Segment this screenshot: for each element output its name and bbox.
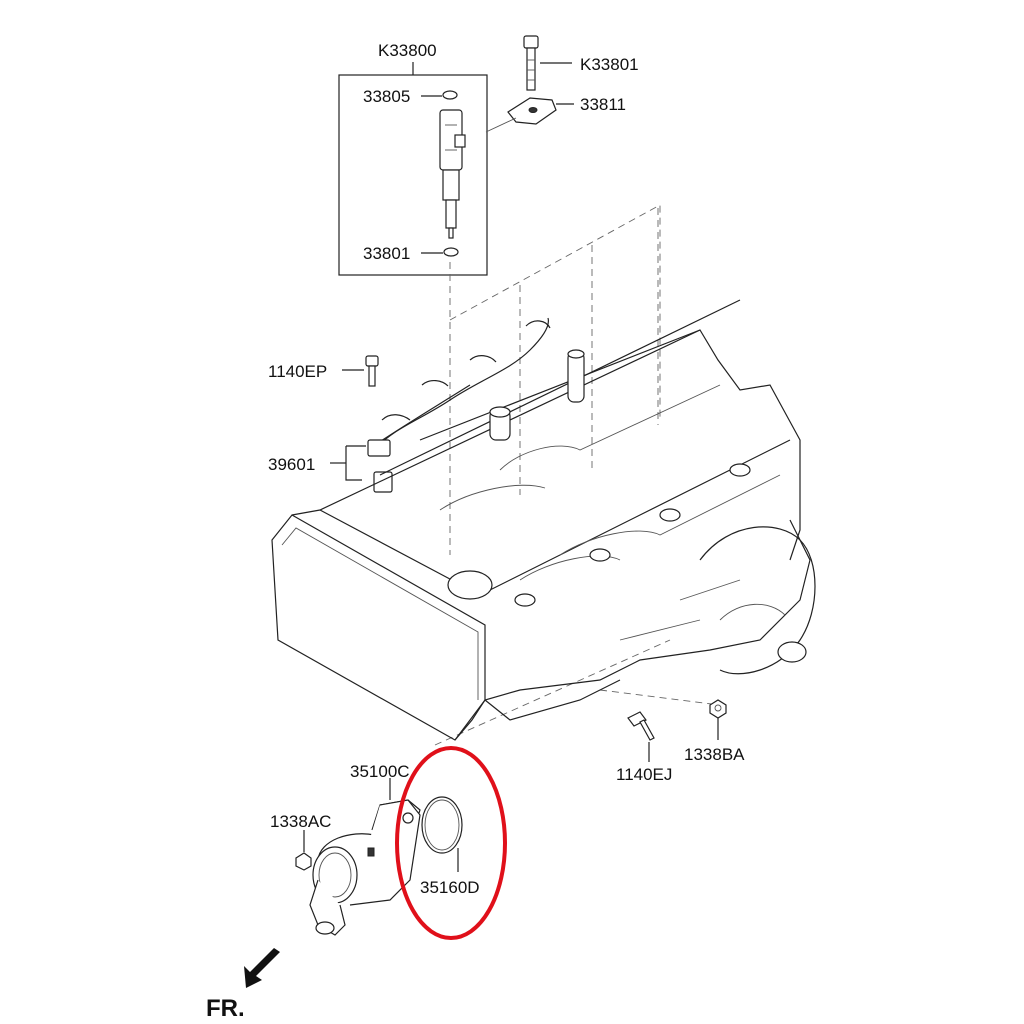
bolt-1140ep-head — [365, 355, 379, 367]
k33801-label[interactable]: K33801 — [580, 55, 639, 74]
33811-label[interactable]: 33811 — [580, 95, 626, 114]
bolt-1140ep-shank — [368, 365, 376, 387]
highlight-circle — [395, 746, 507, 940]
nut-1338ac — [295, 852, 312, 871]
bolt-k33801 — [523, 35, 539, 91]
33805-label[interactable]: 33805 — [363, 87, 410, 106]
assembly-guides — [434, 204, 721, 746]
gasket-35160d — [421, 796, 463, 854]
k33800-label[interactable]: K33800 — [378, 41, 437, 60]
nut-1338ba — [709, 699, 727, 719]
front-indicator: FR. — [206, 948, 280, 1022]
fr-label: FR. — [206, 995, 245, 1022]
35100c-label[interactable]: 35100C — [350, 762, 410, 781]
injector-bolt-group: K33801 33811 — [485, 35, 639, 133]
1140ej-label[interactable]: 1140EJ — [616, 765, 672, 784]
cylinder-head — [271, 299, 816, 741]
nut-1338ac-group: 1338AC — [270, 812, 331, 871]
1338ba-label[interactable]: 1338BA — [684, 745, 745, 764]
injector-kit-box — [338, 74, 488, 276]
injector-kit-group: K33800 33805 33801 — [338, 41, 488, 276]
bolt-1140ej-head — [627, 711, 647, 727]
1140ep-label[interactable]: 1140EP — [268, 362, 327, 381]
bolt-1140ep-group: 1140EP — [268, 355, 379, 387]
washer-33801 — [443, 247, 459, 257]
arrow-left-down-icon — [244, 948, 280, 988]
nut-1338ba-group: 1338BA — [684, 699, 745, 764]
39601-label[interactable]: 39601 — [268, 455, 315, 474]
fuel-injector — [439, 109, 466, 239]
washer-33805 — [442, 90, 458, 100]
33801-label[interactable]: 33801 — [363, 244, 410, 263]
35160d-label[interactable]: 35160D — [420, 878, 480, 897]
gasket-35160d-group: 35160D — [420, 796, 480, 897]
bolt-1140ej-group: 1140EJ — [616, 711, 672, 784]
front-cover — [271, 514, 486, 741]
wiring-harness-39601: 39601 — [268, 317, 551, 493]
1338ac-label[interactable]: 1338AC — [270, 812, 331, 831]
thermostat-housing-35100c: 35100C — [309, 762, 421, 936]
